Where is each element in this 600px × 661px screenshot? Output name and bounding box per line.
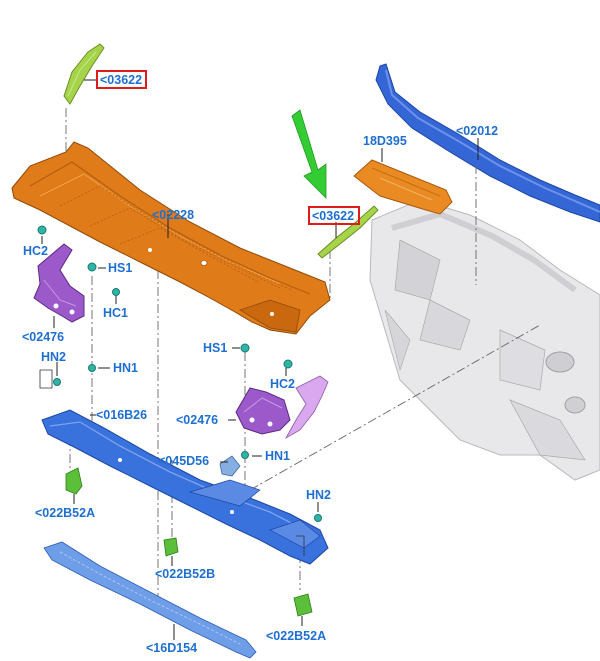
label-02476-left[interactable]: <02476 xyxy=(22,330,64,344)
label-02228[interactable]: <02228 xyxy=(152,208,194,222)
label-16D154[interactable]: <16D154 xyxy=(146,641,197,655)
label-016B26[interactable]: <016B26 xyxy=(96,408,147,422)
label-hs1-left[interactable]: HS1 xyxy=(108,261,132,275)
label-hs1-right[interactable]: HS1 xyxy=(203,341,227,355)
label-022B52A-right[interactable]: <022B52A xyxy=(266,629,326,643)
label-hc2-right[interactable]: HC2 xyxy=(270,377,295,391)
label-022B52B[interactable]: <022B52B xyxy=(155,567,215,581)
label-hn1-right[interactable]: HN1 xyxy=(265,449,290,463)
label-hc1[interactable]: HC1 xyxy=(103,306,128,320)
highlight-03622-top xyxy=(96,70,147,89)
highlight-03622-mid xyxy=(308,206,360,225)
label-03622-top[interactable]: <03622 xyxy=(100,73,142,87)
crossmember-016B26 xyxy=(41,409,329,565)
label-18D395[interactable]: 18D395 xyxy=(363,134,407,148)
seal-03622-mid xyxy=(317,205,379,259)
label-045D56[interactable]: <045D56 xyxy=(158,454,209,468)
part-labels: <03622 <03622 18D395 <02012 <02228 HC2 H… xyxy=(22,70,498,655)
seal-03622-top xyxy=(63,43,105,105)
bracket-02476-left xyxy=(33,243,85,323)
top-reinforcement-panel xyxy=(375,63,600,223)
label-022B52A-left[interactable]: <022B52A xyxy=(35,506,95,520)
label-hc2-left[interactable]: HC2 xyxy=(23,244,48,258)
bracket-02476-right xyxy=(235,375,329,440)
label-hn1-left[interactable]: HN1 xyxy=(113,361,138,375)
label-02476-right[interactable]: <02476 xyxy=(176,413,218,427)
strip-16D154 xyxy=(43,541,257,659)
clips-022B52 xyxy=(65,467,313,617)
hn-brackets xyxy=(39,369,305,556)
label-02012[interactable]: <02012 xyxy=(456,124,498,138)
label-hn2-left[interactable]: HN2 xyxy=(41,350,66,364)
dash-panel xyxy=(369,199,600,481)
label-03622-mid[interactable]: <03622 xyxy=(312,209,354,223)
pointer-arrow xyxy=(291,109,327,199)
label-hn2-right[interactable]: HN2 xyxy=(306,488,331,502)
cowl-panel-02228 xyxy=(11,141,331,335)
bracket-18D395 xyxy=(353,159,453,215)
leaders xyxy=(41,79,479,640)
fasteners xyxy=(37,225,322,522)
